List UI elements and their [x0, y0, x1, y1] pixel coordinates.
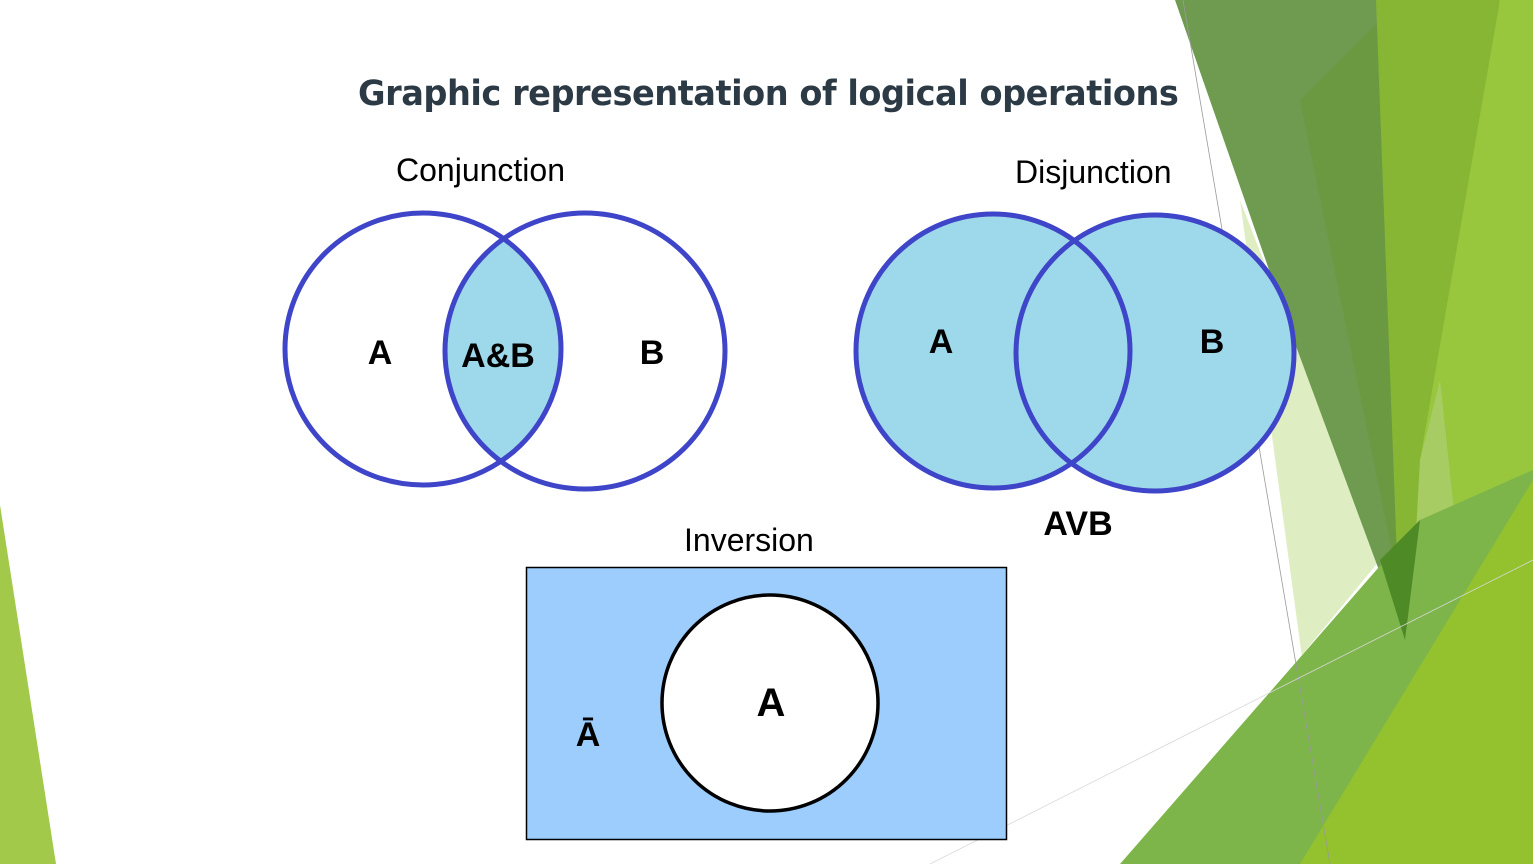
inversion-label: Inversion — [684, 522, 814, 558]
conjunction-circle-a — [282, 210, 564, 488]
inversion-complement-label: Ā — [576, 716, 601, 754]
deco-deep-green-patch — [1380, 520, 1420, 640]
conjunction-intersection-label: A&B — [461, 337, 535, 375]
conjunction-diagram: A A&B B — [282, 210, 728, 492]
disjunction-set-b-label: B — [1200, 323, 1225, 361]
inversion-set-a-label: A — [757, 681, 786, 725]
disjunction-set-a-label: A — [929, 323, 954, 361]
deco-thin-line-2 — [929, 559, 1533, 864]
slide-title: Graphic representation of logical operat… — [358, 74, 1179, 114]
disjunction-diagram: A B AVB — [853, 211, 1297, 543]
conjunction-circle-b — [442, 210, 728, 492]
disjunction-label: Disjunction — [1015, 154, 1172, 190]
conjunction-set-a-label: A — [368, 334, 393, 372]
disjunction-union-label: AVB — [1043, 505, 1112, 543]
conjunction-label: Conjunction — [396, 152, 565, 188]
disjunction-circle-b-fill — [1016, 215, 1294, 491]
disjunction-circle-b — [1013, 212, 1297, 494]
disjunction-circle-a — [853, 211, 1133, 491]
deco-left-green-wedge — [0, 505, 56, 864]
deco-lime-triangle — [1300, 480, 1533, 864]
conjunction-set-b-label: B — [640, 334, 665, 372]
inversion-diagram: A Ā — [525, 566, 1008, 841]
inversion-circle-a — [660, 593, 880, 813]
conjunction-intersection-fill — [445, 213, 561, 485]
deco-olive-band — [1376, 0, 1500, 640]
